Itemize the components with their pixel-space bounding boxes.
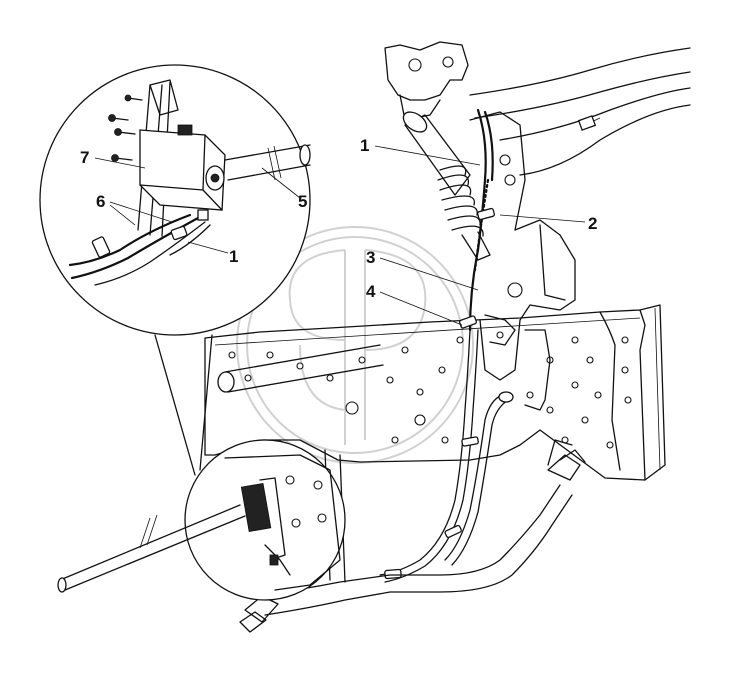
callout-2: 2 bbox=[588, 214, 597, 233]
harness bbox=[379, 108, 516, 583]
callout-leaders bbox=[94, 145, 586, 326]
callout-7: 7 bbox=[80, 148, 89, 167]
detail-circle-switch-mount bbox=[57, 439, 346, 601]
detail-circle-magnified bbox=[39, 64, 311, 336]
screws bbox=[108, 94, 143, 162]
detail-leaders bbox=[154, 334, 213, 476]
callout-4: 4 bbox=[366, 282, 376, 301]
callout-6: 6 bbox=[96, 192, 105, 211]
watermark-logo bbox=[236, 226, 474, 464]
callout-5: 5 bbox=[298, 192, 307, 211]
callout-1-detail: 1 bbox=[229, 247, 238, 266]
callout-labels: 1 2 3 4 1 5 6 7 bbox=[80, 136, 597, 301]
shock-absorber bbox=[402, 111, 491, 261]
harness-clamps bbox=[384, 207, 495, 580]
cab-bracket bbox=[384, 41, 691, 411]
callout-1-main: 1 bbox=[360, 136, 369, 155]
callout-3: 3 bbox=[366, 248, 375, 267]
